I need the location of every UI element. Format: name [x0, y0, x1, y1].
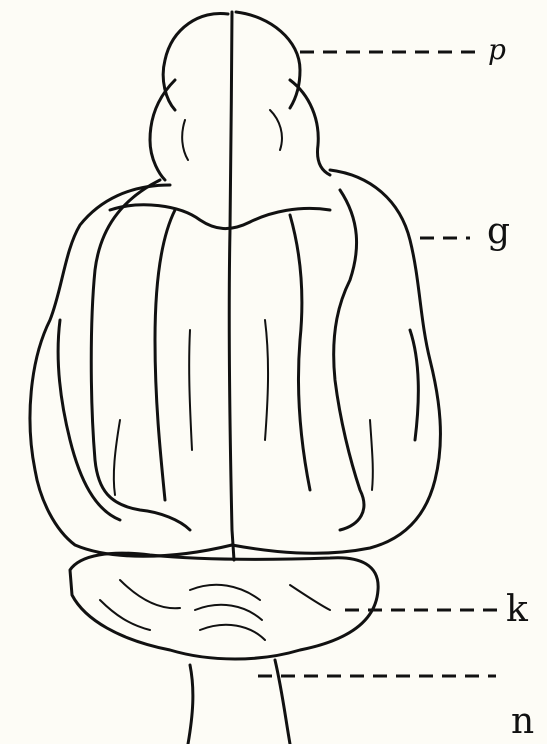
olfactory-bulb-left [163, 13, 228, 110]
midline-fissure [229, 12, 234, 560]
cerebellum-folia-6 [100, 600, 150, 630]
label-k: k [506, 592, 528, 628]
label-g: g [487, 214, 510, 250]
frontal-left [150, 80, 175, 180]
cerebellum-folia-2 [190, 585, 260, 600]
brainstem-right [275, 660, 290, 744]
sulcus-cross [110, 205, 330, 229]
sulcus-short-2 [270, 110, 282, 150]
brainstem-left [188, 665, 193, 744]
sulcus-short-4 [265, 320, 268, 440]
sulcus-short-1 [182, 120, 188, 160]
cerebellum-folia-4 [200, 625, 265, 640]
label-n: n [511, 704, 534, 740]
gyrus-left-outer [91, 180, 190, 530]
gyrus-left-inner [155, 210, 175, 500]
cerebellum-outline [70, 553, 378, 659]
cerebellum-folia-5 [290, 585, 330, 610]
olfactory-bulb-right [236, 12, 300, 108]
sulcus-short-6 [370, 420, 373, 490]
cerebellum-folia-3 [195, 605, 262, 620]
label-p: p [488, 36, 506, 64]
cerebellum-folia-1 [120, 580, 180, 608]
gyrus-right-inner [290, 215, 310, 490]
gyrus-left-lateral [58, 320, 120, 520]
sulcus-short-5 [114, 420, 120, 495]
hemisphere-right-outline [232, 170, 440, 553]
sulcus-short-3 [189, 330, 192, 450]
gyrus-right-lateral [410, 330, 418, 440]
gyrus-right-outer [334, 190, 364, 530]
hemisphere-left-outline [30, 185, 232, 556]
